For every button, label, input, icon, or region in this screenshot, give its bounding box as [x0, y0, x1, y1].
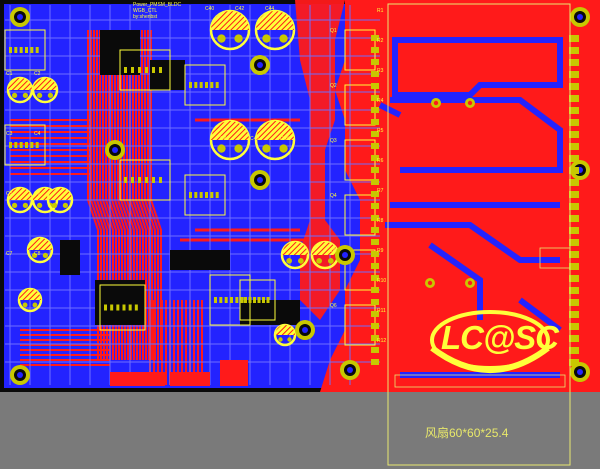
svg-text:C1: C1 [6, 71, 13, 77]
svg-text:R10: R10 [377, 278, 386, 284]
bottom-connector-pad[interactable] [170, 372, 210, 386]
board-title: Power_PMSM_BLDC WGB_CTL by:shenbst [133, 2, 181, 20]
right-edge-pads[interactable] [371, 35, 579, 366]
svg-text:R9: R9 [377, 248, 384, 254]
svg-text:Q5: Q5 [330, 248, 337, 254]
heatsink-screw-holes[interactable] [425, 98, 475, 288]
bottom-connector-pad[interactable] [220, 360, 248, 386]
lcsc-logo [430, 310, 550, 373]
electrolytic-capacitors [6, 9, 340, 347]
fan-outline[interactable] [387, 3, 571, 466]
svg-text:R12: R12 [377, 338, 386, 344]
fan-label: 风扇60*60*25.4 [425, 426, 509, 440]
svg-text:C40: C40 [205, 6, 214, 12]
svg-text:C45: C45 [280, 136, 289, 142]
svg-text:Q3: Q3 [330, 138, 337, 144]
svg-text:C41: C41 [220, 136, 229, 142]
svg-text:C8: C8 [34, 251, 41, 257]
svg-text:C44: C44 [265, 6, 274, 12]
isolation-gaps [378, 37, 563, 378]
svg-text:R6: R6 [377, 158, 384, 164]
svg-text:Q4: Q4 [330, 193, 337, 199]
svg-text:C7: C7 [6, 251, 13, 257]
svg-text:R1: R1 [377, 8, 384, 14]
bottom-connector-pad[interactable] [110, 372, 165, 386]
svg-text:R4: R4 [377, 98, 384, 104]
board-title-line: by:shenbst [133, 14, 158, 20]
board-title-line: Power_PMSM_BLDC [133, 2, 182, 8]
fan-inner-outline [394, 374, 566, 388]
svg-text:R8: R8 [377, 218, 384, 224]
svg-text:Q6: Q6 [330, 303, 337, 309]
svg-text:R2: R2 [377, 38, 384, 44]
svg-text:C3: C3 [6, 131, 13, 137]
lcsc-logo-text: LC@SC [441, 319, 559, 356]
svg-text:Q2: Q2 [330, 83, 337, 89]
svg-text:C5: C5 [6, 191, 13, 197]
board-title-line: WGB_CTL [133, 8, 158, 14]
svg-text:Q1: Q1 [330, 28, 337, 34]
svg-text:C6: C6 [34, 191, 41, 197]
svg-text:R11: R11 [377, 308, 386, 314]
svg-text:C43: C43 [250, 136, 259, 142]
svg-text:R3: R3 [377, 68, 384, 74]
mounting-holes[interactable] [10, 7, 590, 385]
svg-text:R7: R7 [377, 188, 384, 194]
svg-text:C4: C4 [34, 131, 41, 137]
svg-text:C2: C2 [34, 71, 41, 77]
svg-text:R5: R5 [377, 128, 384, 134]
svg-text:C42: C42 [235, 6, 244, 12]
fan-inner-outline [539, 247, 571, 269]
